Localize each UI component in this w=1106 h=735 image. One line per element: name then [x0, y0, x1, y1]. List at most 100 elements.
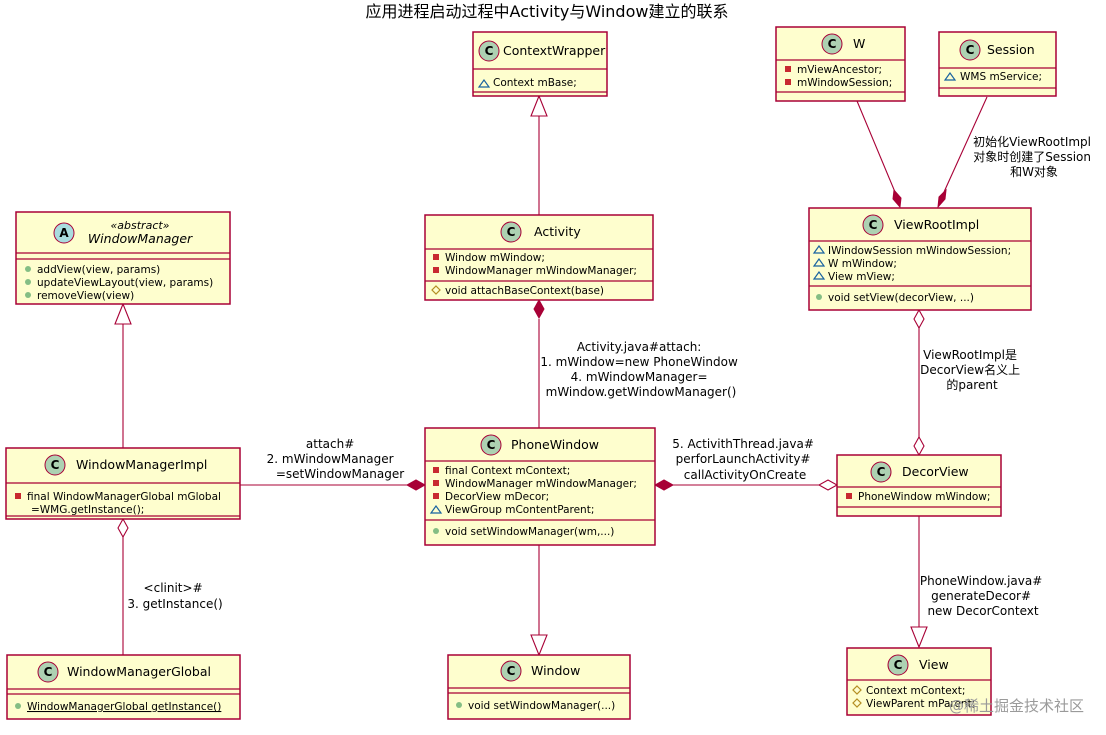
private-visibility-icon: [785, 66, 791, 72]
watermark-text: @稀土掘金技术社区: [949, 697, 1084, 715]
class-badge-icon: [887, 654, 909, 676]
inheritance-arrowhead: [114, 302, 132, 325]
field: DecorView mDecor;: [445, 491, 549, 503]
composition-diamond: [937, 188, 947, 209]
class-badge-letter: C: [507, 664, 516, 678]
method: addView(view, params): [37, 264, 160, 276]
class-name: DecorView: [902, 464, 969, 479]
class-name: PhoneWindow: [511, 437, 599, 452]
label-line: perforLaunchActivity#: [676, 452, 811, 466]
field: Context mContext;: [866, 685, 965, 697]
class-name: WindowManagerImpl: [76, 457, 207, 472]
label-line: generateDecor#: [931, 589, 1031, 603]
private-visibility-icon: [433, 254, 439, 260]
class-name: ViewRootImpl: [894, 217, 979, 232]
class-badge-letter: C: [894, 658, 903, 672]
label-clinit: <clinit># 3. getInstance(): [127, 581, 222, 611]
method: updateViewLayout(view, params): [37, 277, 213, 289]
inheritance-arrowhead: [530, 94, 548, 117]
class-name: Activity: [534, 224, 581, 239]
class-badge-letter: C: [44, 665, 53, 679]
private-visibility-icon: [433, 493, 439, 499]
label-line: 初始化ViewRootImpl: [973, 135, 1091, 149]
composition-diamond: [653, 479, 675, 491]
composition-diamond: [892, 188, 902, 209]
class-badge-letter: C: [507, 225, 516, 239]
label-line: 的parent: [946, 377, 998, 392]
package-visibility-icon: [477, 78, 491, 88]
class-viewrootimpl: C ViewRootImpl IWindowSession mWindowSes…: [808, 207, 1032, 311]
class-name: Window: [531, 663, 580, 678]
package-visibility-icon: [812, 244, 826, 254]
label-activity-attach: Activity.java#attach: 1. mWindow=new Pho…: [540, 340, 741, 399]
label-attach-wm: attach# 2. mWindowManager =setWindowMana…: [267, 437, 405, 481]
class-decorview: C DecorView PhoneWindow mWindow;: [836, 454, 1002, 517]
inheritance-arrowhead: [910, 626, 928, 649]
field: Window mWindow;: [445, 252, 545, 264]
field: final Context mContext;: [445, 465, 570, 477]
public-visibility-icon: [433, 528, 439, 534]
aggregation-diamond: [117, 517, 129, 539]
method: removeView(view): [37, 290, 134, 302]
field: IWindowSession mWindowSession;: [828, 245, 1011, 257]
aggregation-diamond: [913, 308, 925, 330]
private-visibility-icon: [433, 467, 439, 473]
label-line: mWindow.getWindowManager(): [546, 385, 737, 399]
label-generate-decor: PhoneWindow.java# generateDecor# new Dec…: [920, 574, 1046, 618]
public-visibility-icon: [25, 279, 31, 285]
class-badge-letter: C: [869, 218, 878, 232]
inheritance-arrowhead: [530, 634, 548, 657]
package-visibility-icon: [812, 257, 826, 267]
class-badge-icon: [44, 454, 66, 476]
edge-w-viewrootimpl: [856, 100, 896, 193]
public-visibility-icon: [15, 703, 21, 709]
label-init-viewroot: 初始化ViewRootImpl 对象时创建了Session 和W对象: [973, 135, 1095, 179]
class-window: C Window void setWindowManager(...): [447, 654, 631, 720]
private-visibility-icon: [15, 493, 21, 499]
private-visibility-icon: [785, 79, 791, 85]
label-line: <clinit>#: [144, 581, 203, 595]
class-name: WindowManager: [88, 231, 193, 246]
class-badge-letter: C: [828, 37, 837, 51]
label-line: DecorView名义上: [920, 362, 1020, 377]
label-line: PhoneWindow.java#: [920, 574, 1042, 588]
field: final WindowManagerGlobal mGlobal: [27, 491, 221, 503]
label-viewroot-parent: ViewRootImpl是 DecorView名义上 的parent: [920, 348, 1024, 392]
aggregation-diamond: [913, 435, 925, 457]
class-badge-icon: [862, 214, 884, 236]
class-activity: C Activity Window mWindow; WindowManager…: [424, 214, 654, 301]
class-badge-letter: C: [51, 458, 60, 472]
aggregation-diamond: [817, 479, 839, 491]
abstract-badge-icon: [53, 222, 75, 244]
class-session: C Session WMS mService;: [938, 31, 1057, 97]
class-w: C W mViewAncestor; mWindowSession;: [775, 26, 906, 102]
label-line: 2. mWindowManager: [267, 452, 394, 466]
label-line: 1. mWindow=new PhoneWindow: [540, 355, 738, 369]
diagram-title: 应用进程启动过程中Activity与Window建立的联系: [366, 2, 729, 21]
label-line: 4. mWindowManager=: [571, 370, 708, 384]
class-name: Session: [987, 42, 1035, 57]
label-line: 对象时创建了Session: [973, 150, 1091, 164]
private-visibility-icon: [433, 267, 439, 273]
public-visibility-icon: [25, 266, 31, 272]
class-badge-letter: C: [487, 438, 496, 452]
class-phonewindow: C PhoneWindow final Context mContext; Wi…: [424, 427, 656, 546]
method: void setView(decorView, ...): [828, 292, 974, 304]
class-windowmanager: A «abstract» WindowManager addView(view,…: [15, 211, 231, 305]
label-line: callActivityOnCreate: [684, 468, 806, 482]
field: Context mBase;: [493, 77, 577, 89]
static-method: WindowManagerGlobal getInstance(): [27, 701, 221, 713]
class-badge-icon: [478, 40, 500, 62]
class-badge-icon: [500, 221, 522, 243]
field: View mView;: [828, 271, 895, 283]
class-view: C View Context mContext; ViewParent mPar…: [846, 647, 992, 716]
method: void setWindowManager(...): [468, 700, 615, 712]
class-badge-icon: [500, 660, 522, 682]
class-name: WindowManagerGlobal: [67, 664, 211, 679]
class-name: ContextWrapper: [503, 43, 606, 58]
method: void attachBaseContext(base): [445, 285, 604, 297]
label-line: =setWindowManager: [276, 467, 404, 481]
field: WMS mService;: [960, 71, 1042, 83]
composition-diamond: [533, 298, 545, 320]
label-line: 3. getInstance(): [127, 597, 222, 611]
